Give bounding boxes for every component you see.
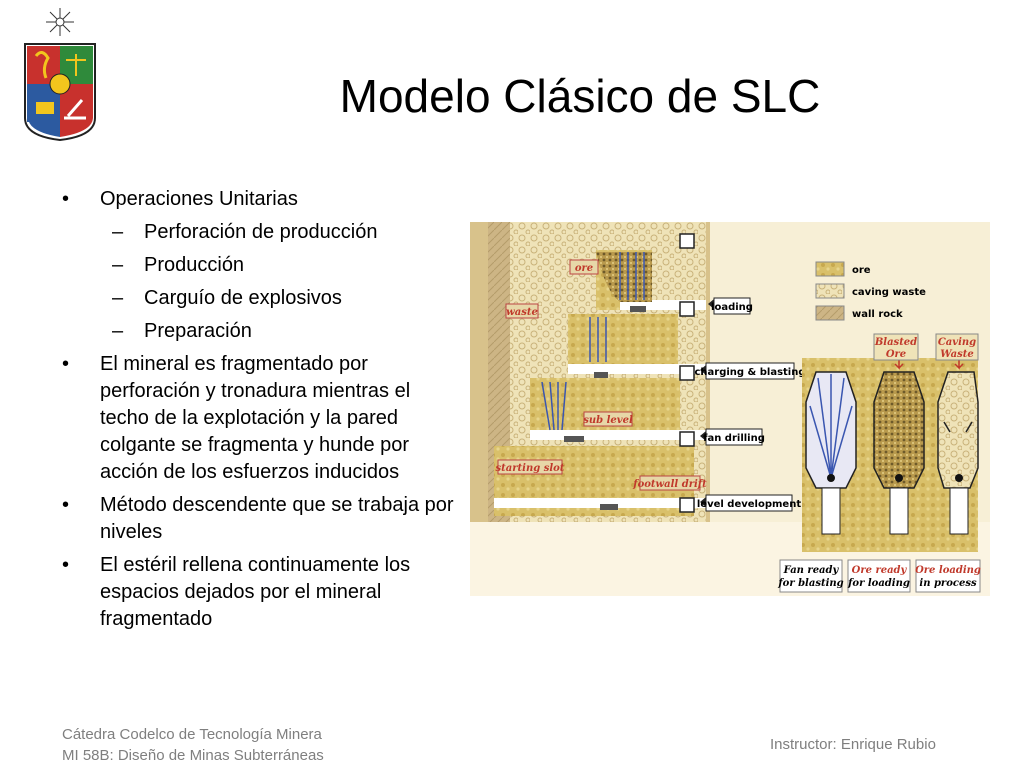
university-logo: [24, 8, 96, 142]
footer-course: MI 58B: Diseño de Minas Subterráneas: [62, 747, 324, 764]
dash-icon: –: [112, 287, 124, 309]
ore-loading-label-2: in process: [919, 578, 977, 589]
section-labels: ore waste sub level starting slot footwa…: [496, 259, 707, 491]
bullet-item: Operaciones Unitarias: [56, 186, 456, 213]
ring-bottom-labels: Fan ready for blasting Ore ready for loa…: [777, 559, 981, 593]
blasted-ore-label-1: Blasted: [874, 337, 917, 348]
sub-bullet-item: –Preparación: [56, 318, 456, 345]
ore-ready-label-2: for loading: [847, 578, 910, 589]
sub-level-label: sub level: [583, 415, 633, 426]
fan-ready-label-1: Fan ready: [783, 565, 840, 576]
dash-icon: –: [112, 221, 124, 243]
waste-label: waste: [506, 307, 538, 318]
legend-ore: ore: [852, 265, 871, 276]
sub-bullet-item: –Carguío de explosivos: [56, 285, 456, 312]
slide-title: Modelo Clásico de SLC: [339, 70, 821, 122]
ore-label: ore: [575, 263, 593, 274]
caving-waste-label-1: Caving: [938, 337, 976, 348]
bullet-text: El estéril rellena continuamente los esp…: [100, 554, 411, 630]
sub-bullet-text: Perforación de producción: [144, 221, 378, 243]
bullet-item: El estéril rellena continuamente los esp…: [56, 552, 456, 633]
sub-bullet-text: Producción: [144, 254, 245, 276]
caving-waste-label-2: Waste: [940, 349, 973, 360]
sub-bullet-text: Preparación: [144, 320, 252, 342]
footwall-drift-label: footwall drift: [632, 479, 707, 490]
legend-caving-waste: caving waste: [852, 287, 926, 298]
ore-ready-label-1: Ore ready: [852, 565, 908, 576]
bullet-text: Operaciones Unitarias: [100, 188, 298, 210]
bullet-text: Método descendente que se trabaja por ni…: [100, 494, 454, 543]
star-emblem-icon: [46, 8, 74, 36]
bullet-item: Método descendente que se trabaja por ni…: [56, 492, 456, 546]
ring-top-labels: Blasted Ore Caving Waste: [873, 333, 979, 361]
dash-icon: –: [112, 320, 124, 342]
activity-labels: loading charging & blasting fan drilling…: [694, 297, 806, 512]
bullet-text: El mineral es fragmentado por perforació…: [100, 353, 411, 483]
footer-instructor: Instructor: Enrique Rubio: [770, 736, 936, 753]
bullet-item: El mineral es fragmentado por perforació…: [56, 351, 456, 486]
footer-left: Cátedra Codelco de Tecnología Minera MI …: [62, 724, 324, 766]
fan-ready-label-2: for blasting: [777, 578, 843, 589]
ring-panel: [802, 358, 979, 552]
footer-chair: Cátedra Codelco de Tecnología Minera: [62, 726, 322, 743]
sub-bullet-text: Carguío de explosivos: [144, 287, 342, 309]
ore-loading-label-1: Ore loading: [915, 565, 981, 576]
fan-drilling-label: fan drilling: [703, 433, 765, 444]
slc-diagram: ore waste sub level starting slot footwa…: [470, 222, 990, 596]
legend: ore caving waste wall rock: [815, 261, 926, 321]
level-development-label: level development: [697, 499, 801, 510]
sub-bullet-item: –Perforación de producción: [56, 219, 456, 246]
starting-slot-label: starting slot: [496, 463, 565, 474]
charging-blasting-label: charging & blasting: [694, 367, 805, 378]
loading-label: loading: [711, 302, 753, 313]
blasted-ore-label-2: Ore: [886, 349, 906, 360]
bullet-list: Operaciones Unitarias –Perforación de pr…: [56, 186, 456, 639]
sub-bullet-item: –Producción: [56, 252, 456, 279]
dash-icon: –: [112, 254, 124, 276]
legend-wall-rock: wall rock: [852, 309, 903, 320]
